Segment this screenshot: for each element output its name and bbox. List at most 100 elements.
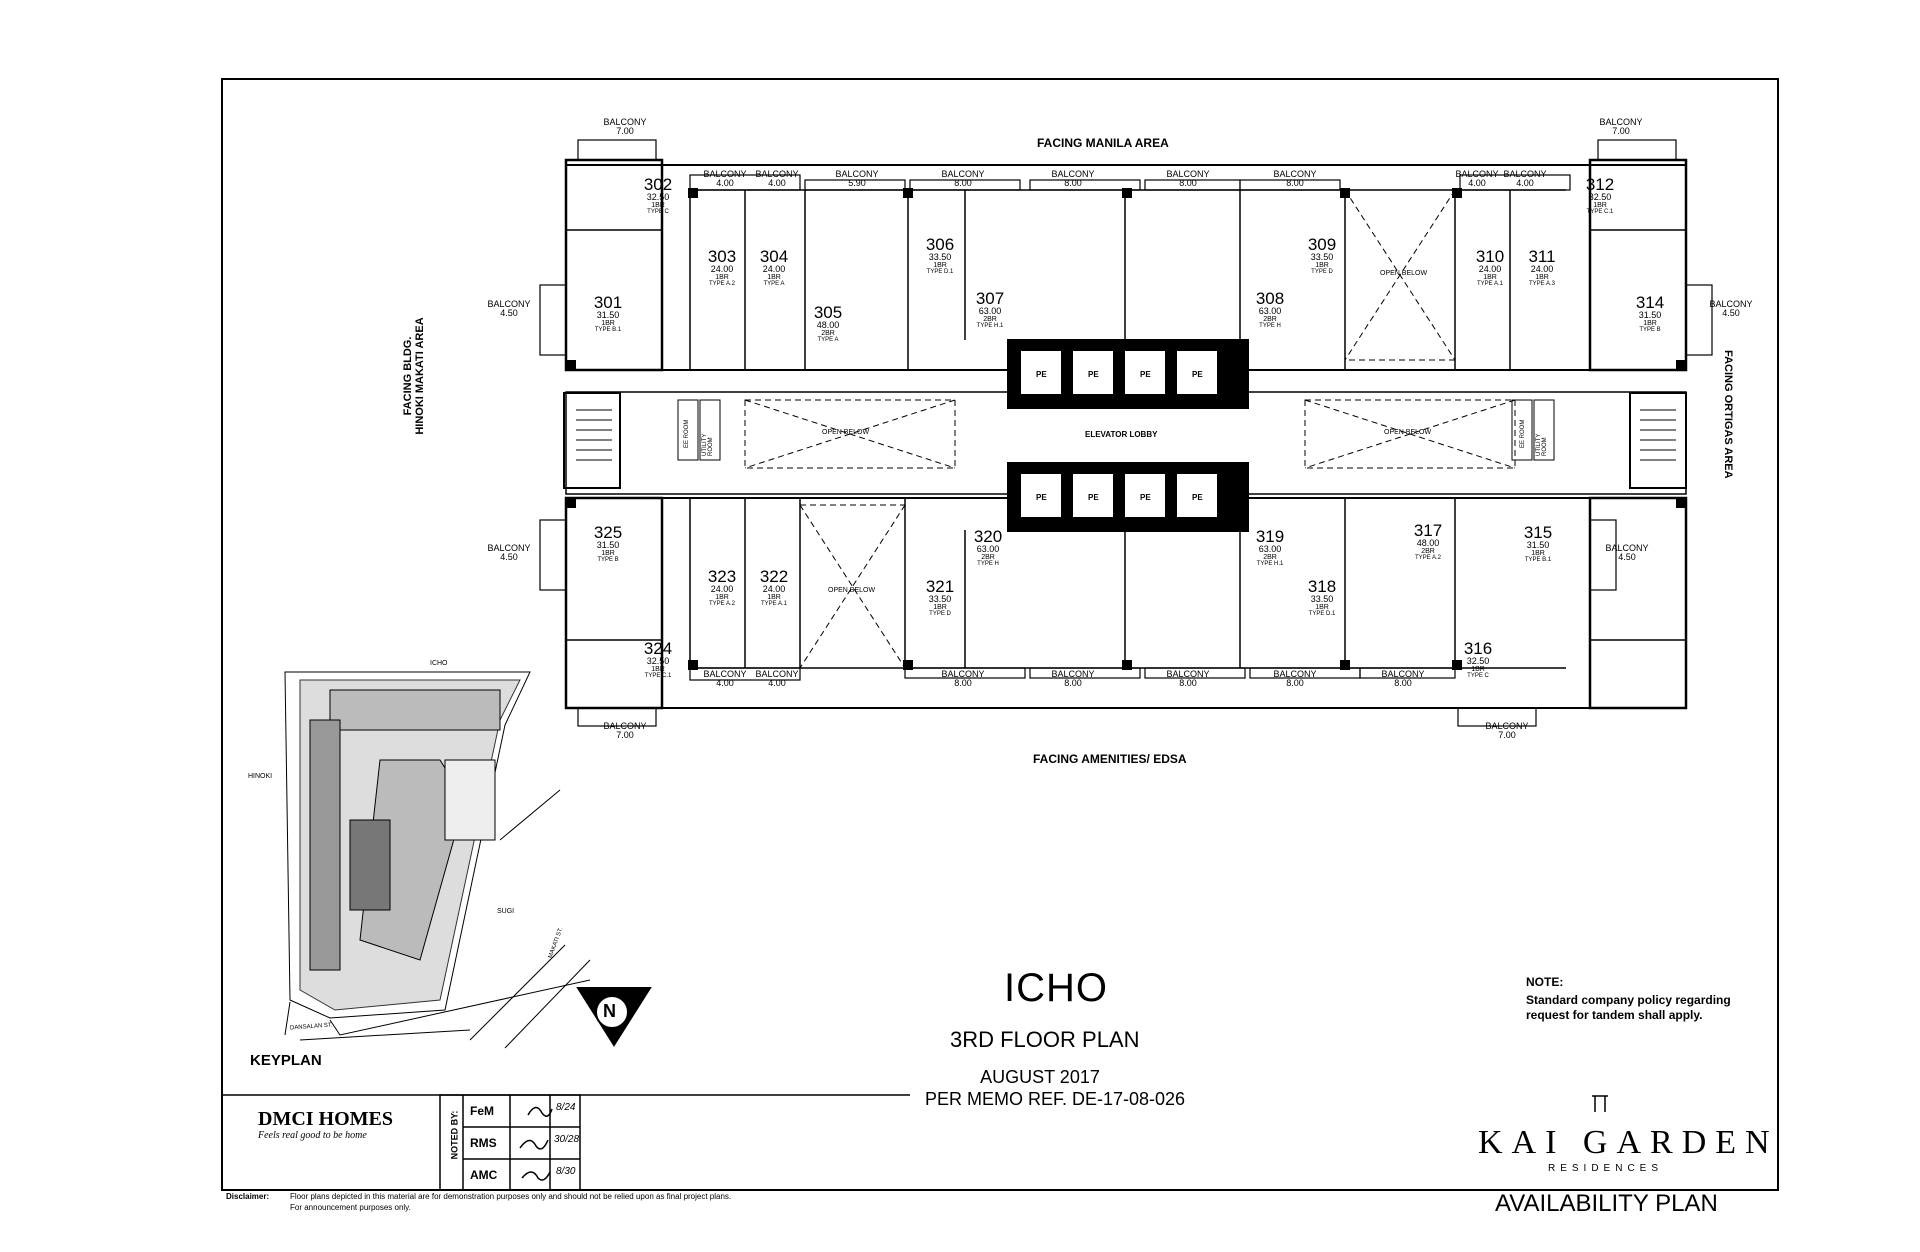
kai-garden-logo: KAI GARDEN bbox=[1478, 1124, 1779, 1161]
unit-number: 301 bbox=[593, 293, 623, 312]
unit-bedrooms: 2BR bbox=[1421, 548, 1435, 555]
facing-bottom-label: FACING AMENITIES/ EDSA bbox=[1033, 752, 1187, 766]
balcony-name: BALCONY bbox=[755, 169, 799, 179]
unit-bedrooms: 2BR bbox=[981, 554, 995, 561]
balcony-size: 7.00 bbox=[1498, 730, 1516, 740]
balcony-name: BALCONY bbox=[1051, 169, 1095, 179]
sheet-border bbox=[221, 78, 1779, 1191]
unit-bedrooms: 1BR bbox=[651, 202, 665, 209]
unit-bedrooms: 1BR bbox=[1315, 604, 1329, 611]
open-below-label-1: OPEN BELOW bbox=[822, 429, 870, 436]
unit-type: TYPE A.3 bbox=[1528, 281, 1555, 287]
unit-type: TYPE H bbox=[977, 561, 999, 567]
balcony-size: 4.00 bbox=[768, 678, 786, 688]
unit-type: TYPE D.1 bbox=[926, 269, 954, 275]
unit-area: 24.00 bbox=[762, 584, 786, 594]
balcony-size: 5.90 bbox=[848, 178, 866, 188]
keyplan-graphic bbox=[284, 671, 591, 1049]
balcony-outlines bbox=[539, 139, 1713, 727]
utility-room-label-right: UTILITY ROOM bbox=[1536, 433, 1548, 456]
unit-type: TYPE B.1 bbox=[1524, 557, 1552, 563]
elevator-cores bbox=[1007, 339, 1249, 532]
unit-type: TYPE C bbox=[1467, 673, 1489, 679]
balcony-size: 4.50 bbox=[1618, 552, 1636, 562]
north-label: N bbox=[603, 1001, 616, 1021]
balcony-name: BALCONY bbox=[1273, 669, 1317, 679]
noted-by-label: NOTED BY: bbox=[449, 1110, 460, 1160]
balcony-name: BALCONY bbox=[941, 669, 985, 679]
unit-number: 307 bbox=[975, 289, 1005, 308]
elevator-pe-label: PE bbox=[1192, 370, 1203, 379]
unit-number: 315 bbox=[1523, 523, 1553, 542]
unit-area: 63.00 bbox=[1258, 544, 1282, 554]
ee-room-label-left: EE ROOM bbox=[684, 419, 690, 448]
unit-area: 63.00 bbox=[978, 306, 1002, 316]
unit-area: 24.00 bbox=[710, 584, 734, 594]
unit-area: 24.00 bbox=[762, 264, 786, 274]
keyplan-sugi: SUGI bbox=[497, 908, 515, 915]
balcony-size: 8.00 bbox=[1179, 178, 1197, 188]
facing-top-label: FACING MANILA AREA bbox=[1037, 136, 1169, 150]
keyplan-icho: ICHO bbox=[430, 660, 448, 667]
unit-area: 32.50 bbox=[646, 192, 670, 202]
unit-number: 319 bbox=[1255, 527, 1285, 546]
unit-area: 24.00 bbox=[710, 264, 734, 274]
unit-area: 32.50 bbox=[1588, 192, 1612, 202]
unit-area: 63.00 bbox=[1258, 306, 1282, 316]
disclaimer-label: Disclaimer: bbox=[226, 1192, 270, 1201]
unit-bedrooms: 1BR bbox=[715, 594, 729, 601]
disclaimer-text-2: For announcement purposes only. bbox=[290, 1203, 411, 1212]
balcony-name: BALCONY bbox=[487, 299, 531, 309]
balcony-name: BALCONY bbox=[1381, 669, 1425, 679]
unit-bedrooms: 1BR bbox=[933, 604, 947, 611]
balcony-size: 8.00 bbox=[954, 178, 972, 188]
elevator-pe-label: PE bbox=[1192, 493, 1203, 502]
open-below-label-2: OPEN BELOW bbox=[1384, 429, 1432, 436]
unit-bedrooms: 1BR bbox=[767, 594, 781, 601]
east-block-bottom bbox=[1588, 496, 1688, 710]
balcony-name: BALCONY bbox=[941, 169, 985, 179]
unit-number: 318 bbox=[1307, 577, 1337, 596]
balcony-name: BALCONY bbox=[1166, 169, 1210, 179]
unit-type: TYPE D bbox=[1311, 269, 1333, 275]
unit-number: 321 bbox=[925, 577, 955, 596]
title-block-lines bbox=[222, 1094, 910, 1191]
balcony-size: 7.00 bbox=[616, 730, 634, 740]
balcony-size: 8.00 bbox=[1064, 678, 1082, 688]
balcony-size: 4.00 bbox=[716, 178, 734, 188]
